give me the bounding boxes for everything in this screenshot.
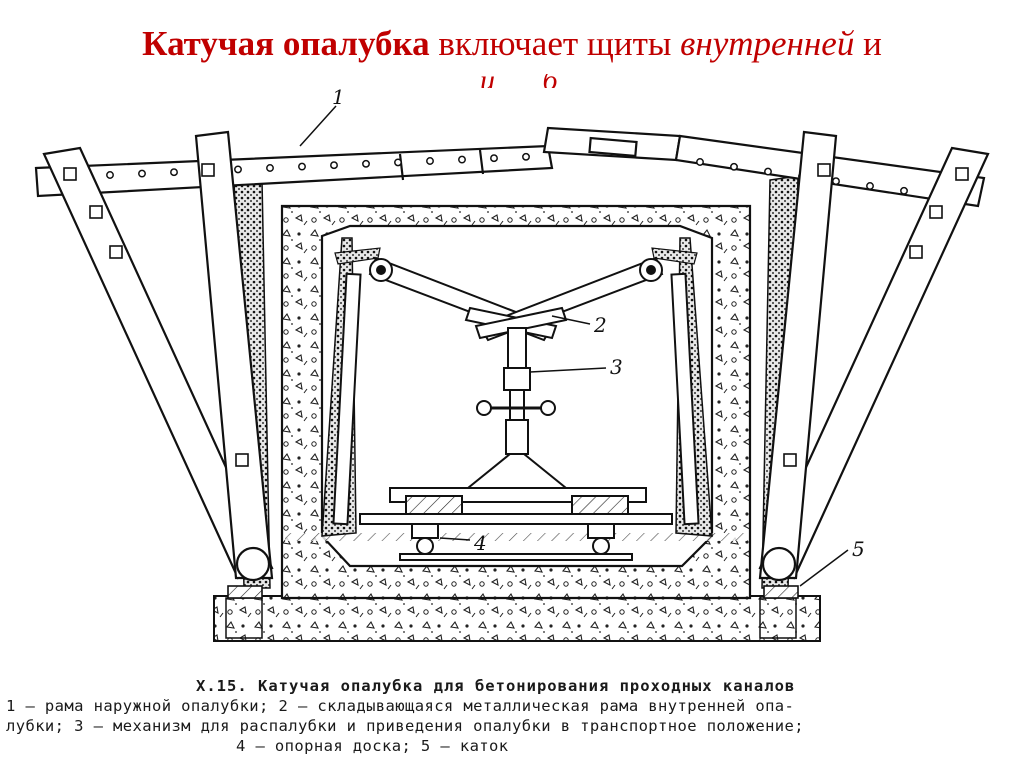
beam-hole <box>458 155 466 164</box>
title-end: и <box>863 24 882 63</box>
beam-hole <box>170 168 178 177</box>
folding-inner-frame <box>332 256 700 526</box>
beam-hole <box>106 171 114 179</box>
beam-hole <box>234 165 242 174</box>
callout-label-4: 4 <box>473 531 487 555</box>
title-line2-clipped: й б <box>480 74 620 88</box>
caption-line-2: лубки; 3 — механизм для распалубки и при… <box>6 717 805 735</box>
callout-label-2: 2 <box>593 313 607 337</box>
title-rest: включает щиты <box>438 24 672 63</box>
beam-hole <box>138 169 146 178</box>
callout-label-5: 5 <box>852 537 865 561</box>
beam-hole <box>330 161 338 170</box>
beam-hole <box>522 152 530 161</box>
outer-frame-struts <box>42 130 990 582</box>
beam-hole <box>730 162 738 171</box>
title-bold: Катучая опалубка <box>142 24 430 63</box>
caption-line-3: 4 — опорная доска; 5 — каток <box>236 737 509 755</box>
beam-hole <box>298 162 306 171</box>
beam-hole <box>490 154 498 163</box>
caption-title: Х.15. Катучая опалубка для бетонирования… <box>196 677 796 695</box>
beam-hole <box>266 164 274 172</box>
figure-caption: Х.15. Катучая опалубка для бетонирования… <box>0 676 1024 756</box>
slide-title: Катучая опалубка включает щиты внутренне… <box>0 14 1024 74</box>
beam-hole <box>764 167 772 176</box>
strut-bolts <box>63 163 969 467</box>
title-italic: внутренней <box>680 24 855 63</box>
callout-label-1: 1 <box>332 88 345 109</box>
beam-hole <box>866 182 874 190</box>
leader-lines <box>299 105 849 587</box>
callout-label-3: 3 <box>610 355 623 379</box>
carriage-and-rollers <box>359 487 673 561</box>
support-boards <box>227 585 799 599</box>
outer-frame-beam <box>34 126 986 208</box>
beam-hole <box>362 159 370 168</box>
beam-hole <box>832 177 840 186</box>
beam-hole <box>426 157 434 165</box>
caption-line-1: 1 — рама наружной опалубки; 2 — складыва… <box>6 697 795 715</box>
ground-slab <box>213 595 821 642</box>
jack-mechanism <box>465 327 569 489</box>
beam-hole <box>394 158 402 167</box>
beam-hole <box>696 158 704 166</box>
beam-hole <box>900 186 908 195</box>
